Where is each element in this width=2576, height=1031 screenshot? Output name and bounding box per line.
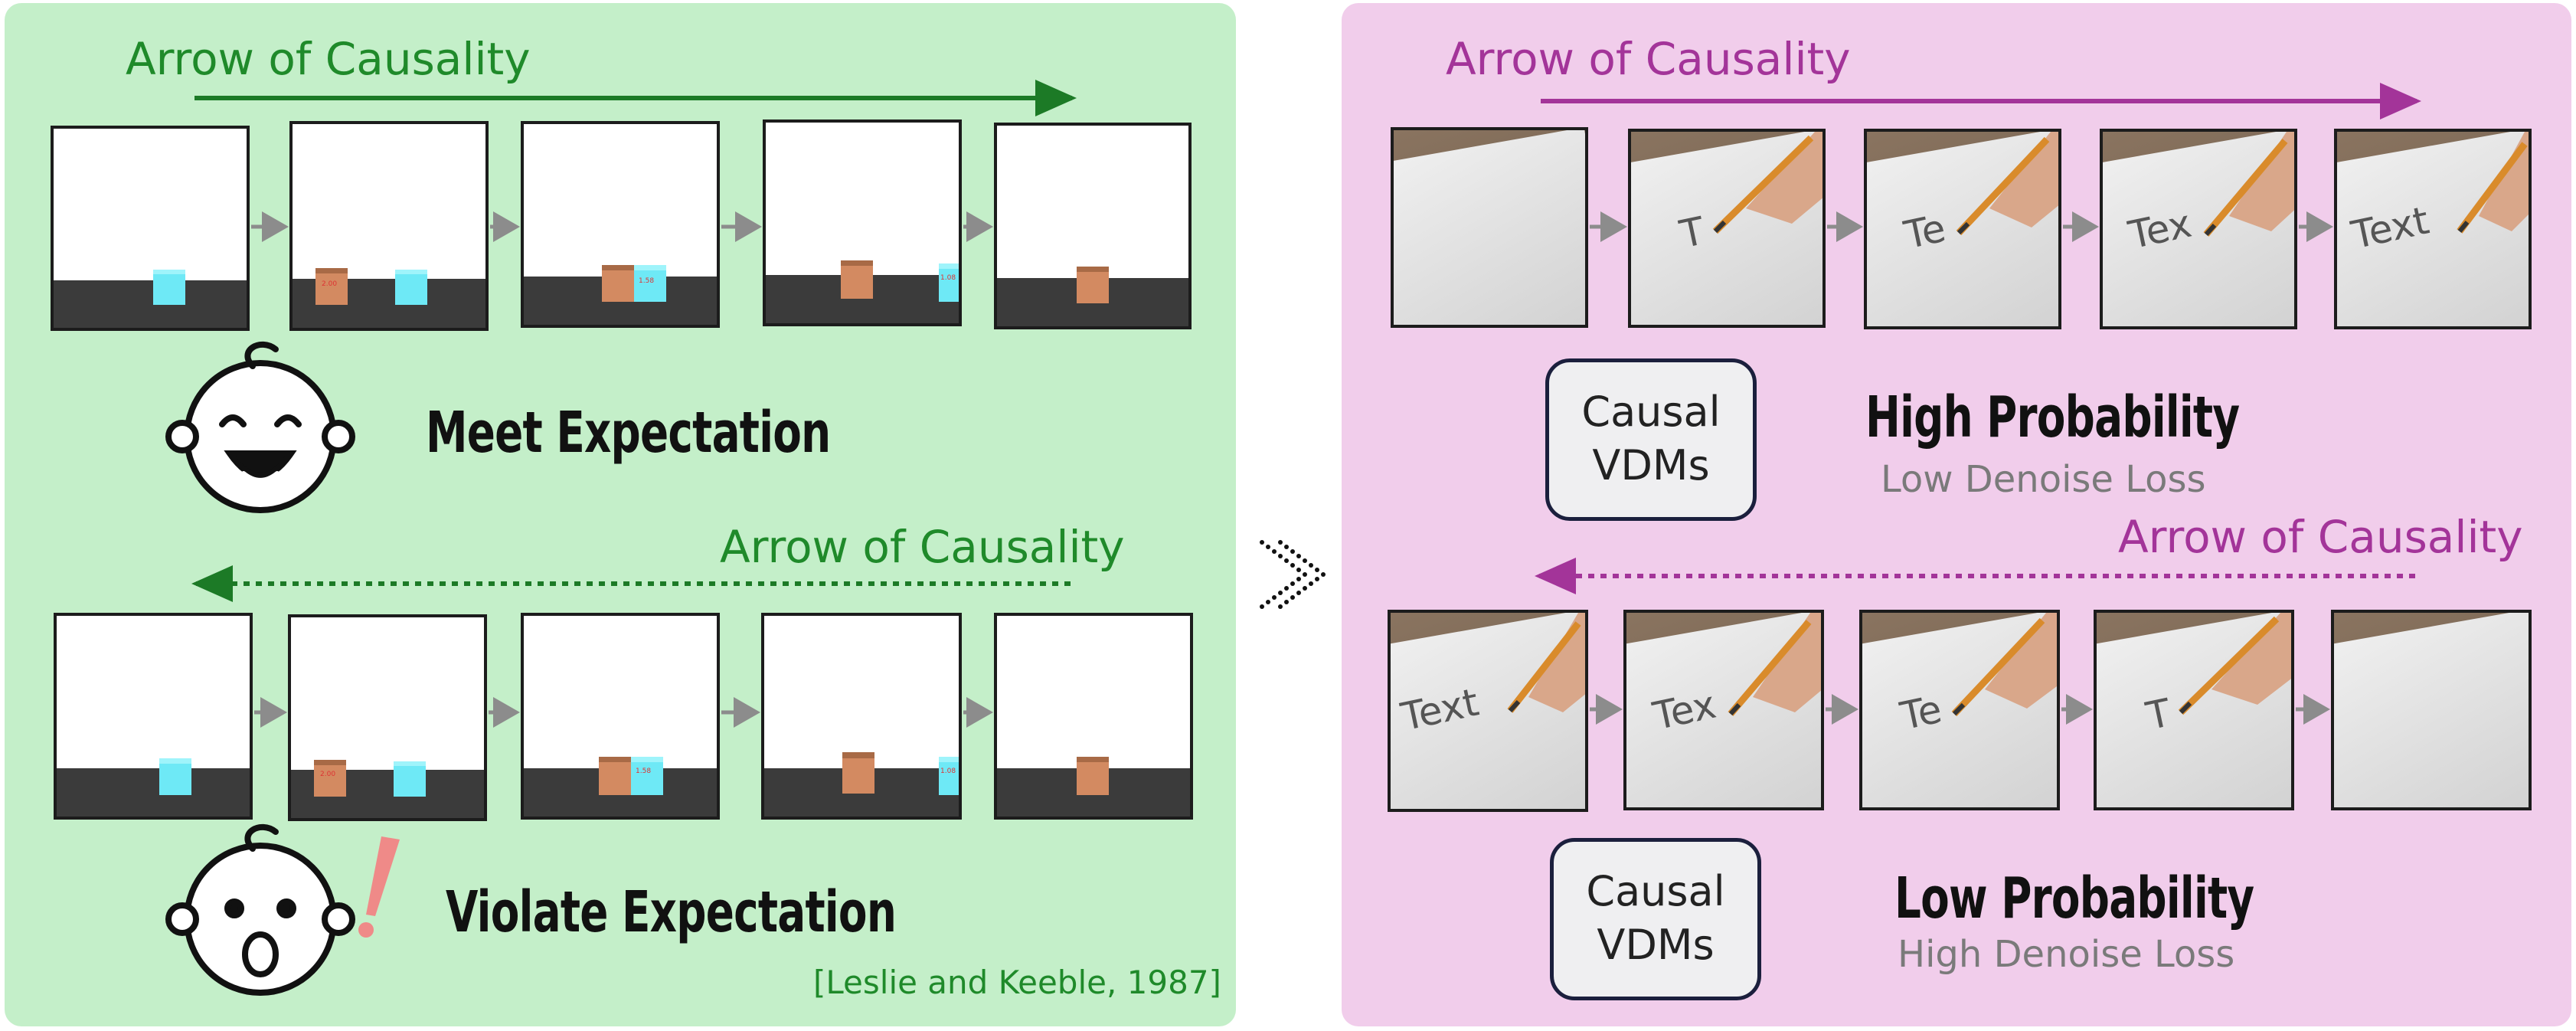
pencil-hand-icon xyxy=(1728,613,1821,716)
writing-frame xyxy=(2331,610,2532,810)
citation: [Leslie and Keeble, 1987] xyxy=(813,964,1221,1001)
frame-number: 1.58 xyxy=(636,768,652,775)
frame-number: 1.08 xyxy=(940,274,956,282)
pencil-hand-icon xyxy=(2457,132,2529,234)
happy-baby-face-icon xyxy=(165,341,355,513)
causal-vdms-box: Causal VDMs xyxy=(1550,838,1761,1000)
pencil-hand-icon xyxy=(2203,132,2294,237)
writing-frame xyxy=(1391,127,1588,328)
writing-frame: T xyxy=(2094,610,2294,810)
exclamation-icon xyxy=(358,836,400,938)
physics-frame xyxy=(994,613,1193,820)
physics-frame: 1.08 xyxy=(761,613,962,820)
frame-number: 2.00 xyxy=(322,280,338,288)
vdm-box-line2: VDMs xyxy=(1597,921,1715,969)
physics-frame xyxy=(54,613,253,820)
physics-frame: 1.58 xyxy=(521,613,720,820)
physics-frame xyxy=(994,123,1192,329)
high-denoise-loss-label: High Denoise Loss xyxy=(1898,933,2235,976)
low-probability-label: Low Probability xyxy=(1894,866,2254,931)
vdm-box-line2: VDMs xyxy=(1592,441,1710,489)
physics-frame: 1.58 xyxy=(521,121,720,328)
physics-frame xyxy=(51,126,250,331)
physics-frame: 1.08 xyxy=(763,119,962,326)
violate-expectation-label: Violate Expectation xyxy=(446,879,897,945)
double-chevron-right-icon xyxy=(1260,540,1326,609)
vdm-box-line1: Causal xyxy=(1581,388,1721,436)
bottom-arrow-label-left: Arrow of Causality xyxy=(720,521,1125,573)
pencil-hand-icon xyxy=(1507,613,1585,713)
meet-expectation-label: Meet Expectation xyxy=(426,400,831,466)
high-probability-label: High Probability xyxy=(1865,385,2240,450)
top-arrow-label-left: Arrow of Causality xyxy=(126,33,531,85)
writing-frame: Tex xyxy=(1623,610,1824,810)
low-denoise-loss-label: Low Denoise Loss xyxy=(1881,458,2206,501)
pencil-hand-icon xyxy=(1951,613,2057,717)
vdm-box-line1: Causal xyxy=(1586,867,1725,915)
writing-frame: Text xyxy=(2334,129,2532,329)
writing-frame: Text xyxy=(1388,610,1588,812)
pencil-hand-icon xyxy=(1956,132,2058,236)
frame-number: 1.58 xyxy=(639,277,655,285)
writing-frame: Te xyxy=(1859,610,2060,810)
bottom-arrow-label-right: Arrow of Causality xyxy=(2118,511,2523,563)
writing-frame: Tex xyxy=(2100,129,2297,329)
top-arrow-label-right: Arrow of Causality xyxy=(1446,33,1851,85)
pencil-hand-icon xyxy=(1712,132,1822,234)
frame-number: 1.08 xyxy=(940,768,956,775)
physics-frame: 2.00 xyxy=(288,614,487,821)
frame-number: 2.00 xyxy=(320,771,336,778)
writing-frame: Te xyxy=(1864,129,2061,329)
writing-frame: T xyxy=(1628,129,1826,328)
pencil-hand-icon xyxy=(2178,613,2291,715)
physics-frame: 2.00 xyxy=(289,121,489,331)
causal-vdms-box: Causal VDMs xyxy=(1545,358,1757,521)
surprised-baby-face-icon xyxy=(165,823,355,996)
